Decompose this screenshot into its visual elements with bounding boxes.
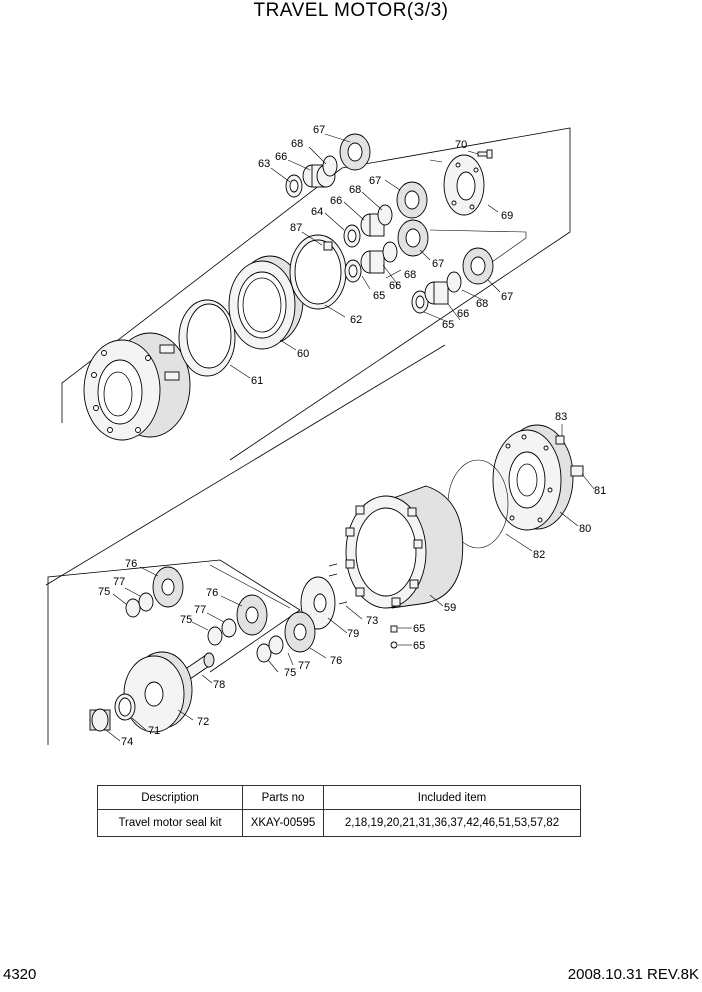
callout: 68	[404, 269, 416, 281]
part-72-ring	[114, 693, 136, 721]
cell-included-item: 2,18,19,20,21,31,36,37,42,46,51,53,57,82	[323, 809, 581, 837]
callout: 72	[197, 716, 209, 728]
callout: 76	[206, 587, 218, 599]
part-61-pin	[390, 625, 398, 633]
part-76-gear-b	[236, 594, 268, 636]
callout: 66	[457, 308, 469, 320]
part-69-carrier-plate	[443, 154, 485, 216]
callout: 68	[291, 138, 303, 150]
lower-leader-lines	[105, 424, 595, 742]
table-row: Travel motor seal kit XKAY-00595 2,18,19…	[97, 809, 581, 837]
callout: 66	[389, 280, 401, 292]
planet-gear-stack-d	[411, 247, 494, 314]
part-63-seal	[178, 299, 236, 377]
part-62-ball	[390, 641, 398, 649]
bushings-75-77	[125, 592, 284, 663]
callout: 66	[275, 151, 287, 163]
callout: 75	[98, 586, 110, 598]
callout: 77	[298, 660, 310, 672]
callout: 59	[444, 602, 456, 614]
revision-date: 2008.10.31 REV.8K	[567, 966, 699, 983]
callout: 66	[330, 195, 342, 207]
callout: 74	[121, 736, 133, 748]
part-87-pin	[323, 241, 333, 251]
part-callout-labels: 67 68 66 63 70 67 68 66 64 69 87 67 68 6…	[98, 124, 606, 748]
seal-kit-table: Description Parts no Included item Trave…	[97, 785, 581, 837]
callout: 70	[455, 139, 467, 151]
callout: 67	[369, 175, 381, 187]
header-description: Description	[97, 785, 243, 810]
callout: 68	[476, 298, 488, 310]
callout: 68	[349, 184, 361, 196]
part-80-end-cover	[492, 424, 574, 531]
part-78-shaft	[183, 652, 215, 680]
callout: 63	[258, 158, 270, 170]
upper-to-lower-link	[45, 344, 446, 586]
page-title: TRAVEL MOTOR(3/3)	[253, 0, 449, 21]
part-76-gear-c	[284, 611, 316, 653]
part-64-ring	[289, 234, 347, 310]
callout: 69	[501, 210, 513, 222]
cell-description: Travel motor seal kit	[97, 809, 243, 837]
hub-housing	[83, 332, 191, 441]
page-number: 4320	[3, 966, 37, 983]
callout: 78	[213, 679, 225, 691]
callout: 65	[442, 319, 454, 331]
part-73-carrier	[123, 651, 193, 733]
callout: 71	[148, 725, 160, 737]
callout: 65	[413, 640, 425, 652]
callout: 75	[180, 614, 192, 626]
upper-leader-lines	[229, 133, 527, 379]
callout: 73	[366, 615, 378, 627]
callout: 81	[594, 485, 606, 497]
callout: 67	[313, 124, 325, 136]
part-83-bolt	[555, 435, 565, 445]
callout: 65	[373, 290, 385, 302]
callout: 61	[251, 375, 263, 387]
part-81-plug	[570, 465, 584, 477]
part-59-housing	[345, 485, 464, 609]
planet-gear-stack-b	[343, 181, 428, 248]
header-parts-no: Parts no	[242, 785, 324, 810]
part-74-pins	[328, 563, 348, 605]
upper-frame-line	[61, 127, 571, 461]
callout: 67	[432, 258, 444, 270]
part-70-bolt	[477, 149, 493, 159]
callout: 62	[350, 314, 362, 326]
callout: 83	[555, 411, 567, 423]
callout: 76	[330, 655, 342, 667]
callout: 60	[297, 348, 309, 360]
planet-gear-stack-c	[344, 219, 429, 283]
callout: 87	[290, 222, 302, 234]
callout: 82	[533, 549, 545, 561]
callout: 76	[125, 558, 137, 570]
callout: 64	[311, 206, 323, 218]
callout: 77	[113, 576, 125, 588]
lower-frame-line	[47, 559, 301, 745]
callout: 67	[501, 291, 513, 303]
callout: 80	[579, 523, 591, 535]
header-included-item: Included item	[323, 785, 581, 810]
callout: 79	[347, 628, 359, 640]
cell-parts-no: XKAY-00595	[242, 809, 324, 837]
planet-gear-stack-a	[285, 133, 371, 198]
callout: 65	[413, 623, 425, 635]
table-header-row: Description Parts no Included item	[97, 785, 581, 810]
callout: 75	[284, 667, 296, 679]
part-60-bearing	[228, 255, 304, 350]
part-76-gear-a	[152, 566, 184, 608]
part-71-spline	[89, 708, 111, 732]
callout: 77	[194, 604, 206, 616]
